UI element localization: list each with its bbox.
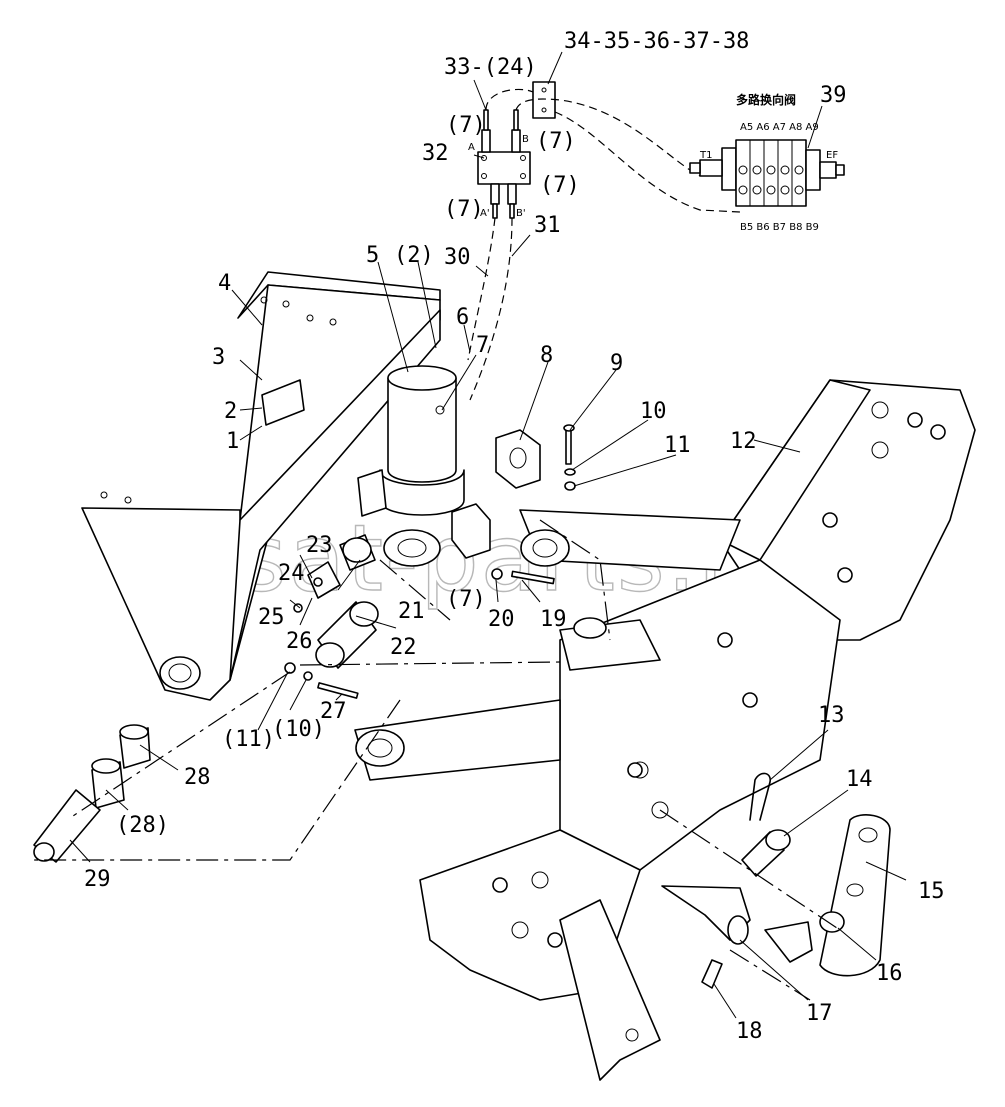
callout-27: 27 — [320, 699, 347, 724]
callout-9: 9 — [610, 351, 623, 376]
leader-lines — [69, 51, 907, 1019]
callout-1: 1 — [226, 429, 239, 454]
callout-22: 22 — [390, 635, 417, 660]
port-a2-label: A' — [480, 208, 490, 219]
hydraulic-motor — [357, 365, 465, 567]
callout-3: 3 — [212, 345, 225, 370]
callout-28: 28 — [184, 765, 211, 790]
callout-p7-c: (7) — [540, 173, 580, 198]
callout-p7-e: (7) — [446, 587, 486, 612]
callout-p7-d: (7) — [444, 197, 484, 222]
valve-port-ef: EF — [826, 150, 838, 161]
clamp — [451, 429, 541, 559]
callout-16: 16 — [876, 961, 903, 986]
callout-25: 25 — [258, 605, 285, 630]
callout-13: 13 — [818, 703, 845, 728]
callout-39: 39 — [820, 83, 847, 108]
callout-34-38: 34-35-36-37-38 — [564, 29, 749, 54]
callout-17: 17 — [806, 1001, 833, 1026]
callout-29: 29 — [84, 867, 111, 892]
callout-15: 15 — [918, 879, 945, 904]
callout-p7-a: (7) — [446, 113, 486, 138]
multi-way-valve: 多路换向阀 A5 A6 A7 A8 A9 B5 B6 B7 B8 B9 T1 E… — [689, 92, 845, 233]
callout-33: 33-(24) — [444, 55, 537, 80]
callout-32: 32 — [422, 141, 449, 166]
callout-31: 31 — [534, 213, 561, 238]
callout-12: 12 — [730, 429, 757, 454]
callout-2: 2 — [224, 399, 237, 424]
valve-ports-top: A5 A6 A7 A8 A9 — [740, 122, 819, 133]
lower-right-parts — [661, 772, 891, 989]
callout-8: 8 — [540, 343, 553, 368]
callout-labels: 1 2 3 4 5 (2) 6 7 8 9 10 11 12 13 14 15 … — [84, 29, 945, 1044]
mounting-bracket — [532, 81, 556, 119]
callout-4: 4 — [218, 271, 231, 296]
callout-14: 14 — [846, 767, 873, 792]
mounting-frame — [81, 271, 441, 701]
callout-p10: (10) — [272, 717, 325, 742]
callout-19: 19 — [540, 607, 567, 632]
callout-7: 7 — [476, 333, 489, 358]
hydraulic-hoses — [467, 88, 741, 401]
valve-port-t1: T1 — [699, 150, 712, 161]
callout-24: 24 — [278, 561, 305, 586]
callout-p7-b: (7) — [536, 129, 576, 154]
callout-p28: (28) — [116, 813, 169, 838]
valve-ports-bottom: B5 B6 B7 B8 B9 — [740, 222, 819, 233]
callout-30: 30 — [444, 245, 471, 270]
callout-5: 5 — [366, 243, 379, 268]
port-b-label: B — [522, 134, 529, 145]
spring-clips — [492, 412, 946, 948]
bolt-set-right — [563, 424, 576, 491]
callout-26: 26 — [286, 629, 313, 654]
callout-p2: (2) — [394, 243, 434, 268]
callout-6: 6 — [456, 305, 469, 330]
valve-title: 多路换向阀 — [736, 92, 796, 107]
callout-20: 20 — [488, 607, 515, 632]
port-b2-label: B' — [516, 208, 526, 219]
assembly-centerlines — [30, 519, 841, 1001]
callout-18: 18 — [736, 1019, 763, 1044]
port-a-label: A — [468, 142, 475, 153]
main-beam — [354, 379, 976, 1081]
callout-10: 10 — [640, 399, 667, 424]
hydraulic-block: A B A' B' — [468, 109, 531, 219]
callout-23: 23 — [306, 533, 333, 558]
small-fasteners — [284, 568, 555, 699]
callout-p11: (11) — [222, 727, 275, 752]
pins-and-bushings — [33, 534, 379, 863]
callout-21: 21 — [398, 599, 425, 624]
callout-11: 11 — [664, 433, 691, 458]
